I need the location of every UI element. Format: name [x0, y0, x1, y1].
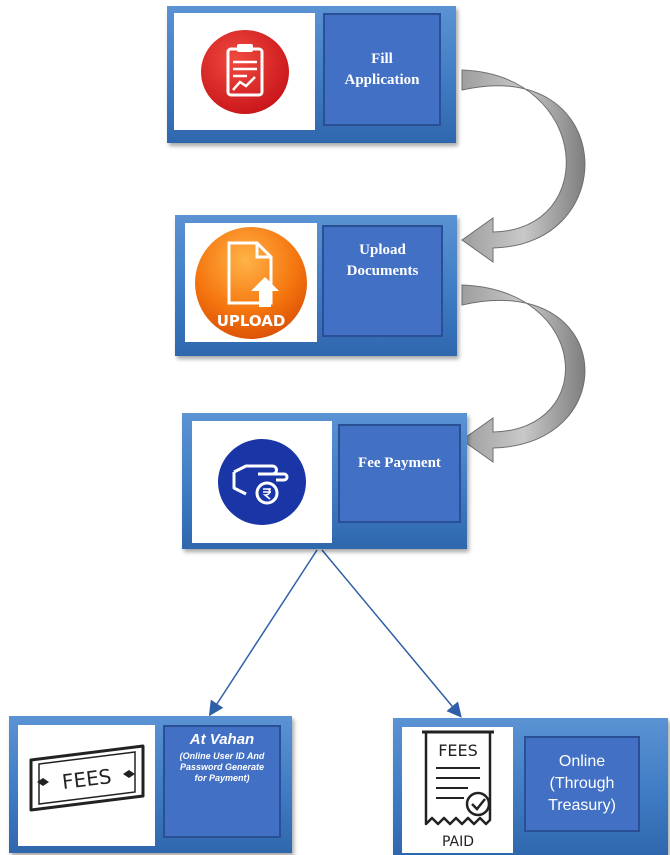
curved-arrow-2: [461, 284, 586, 463]
step-3-label-box: Fee Payment: [338, 424, 461, 523]
option-at-vahan: FEES At Vahan (Online User ID And Passwo…: [9, 716, 292, 853]
step-upload-documents: UPLOAD Upload Documents: [175, 215, 457, 356]
step-2-label-box: Upload Documents: [322, 225, 443, 337]
fees-ticket-icon: FEES: [29, 744, 144, 811]
online-label-box: Online (Through Treasury): [524, 736, 640, 832]
vahan-icon-text: FEES: [60, 764, 112, 794]
fees-paid-receipt-icon: FEES PAID: [421, 730, 494, 850]
option-online-treasury: FEES PAID Online (Through Treasury): [393, 718, 668, 855]
online-icon-box: FEES PAID: [402, 727, 513, 853]
connector-left: [208, 549, 318, 717]
step-1-label-box: Fill Application: [323, 13, 441, 126]
connector-right: [321, 549, 462, 718]
clipboard-chart-icon: [200, 29, 289, 114]
step-3-icon-box: [192, 421, 332, 543]
step-1-label: Fill Application: [344, 50, 420, 88]
step-2-icon-box: UPLOAD: [185, 223, 317, 342]
step-fill-application: Fill Application: [167, 6, 456, 143]
upload-icon-text: UPLOAD: [217, 312, 286, 330]
receipt-icon-text: FEES: [438, 741, 478, 760]
vahan-label-box: At Vahan (Online User ID And Password Ge…: [163, 725, 281, 838]
vahan-icon-box: FEES: [18, 725, 155, 846]
step-2-label: Upload Documents: [346, 242, 419, 279]
vahan-title: At Vahan: [189, 731, 255, 748]
curved-arrow-1: [461, 69, 586, 263]
hand-coin-icon: [218, 439, 306, 525]
upload-document-icon: UPLOAD: [195, 226, 307, 339]
step-1-icon-box: [174, 13, 315, 130]
vahan-subtitle: (Online User ID And Password Generate fo…: [179, 751, 265, 783]
step-fee-payment: Fee Payment: [182, 413, 467, 549]
step-3-label: Fee Payment: [358, 455, 441, 471]
receipt-icon-subtext: PAID: [441, 834, 473, 850]
online-label: Online (Through Treasury): [548, 753, 616, 814]
